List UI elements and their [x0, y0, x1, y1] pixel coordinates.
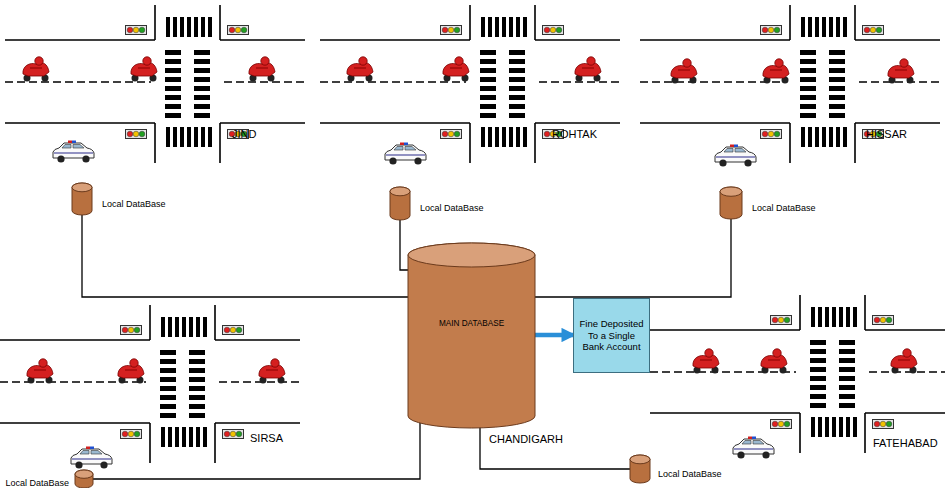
database-label: Local DataBase: [102, 199, 166, 209]
database-label: Local DataBase: [420, 203, 484, 213]
motorbike-rider: [888, 59, 914, 84]
police-car: [385, 143, 426, 165]
cylinder-top: [390, 187, 410, 196]
cylinder-body: [390, 187, 410, 220]
network-link: [535, 219, 731, 297]
cylinder-top: [408, 243, 535, 267]
city-name: JIND: [232, 128, 256, 140]
database-label: Local DataBase: [658, 469, 722, 479]
police-car: [733, 437, 774, 459]
local-database: Local DataBase: [630, 455, 650, 483]
city-name: ROHTAK: [552, 128, 597, 140]
local-database: Local DataBase: [72, 183, 92, 215]
cylinder-top: [72, 183, 92, 192]
cylinder-body: [75, 470, 93, 488]
road-intersection: [5, 5, 305, 163]
motorbike-rider: [259, 359, 285, 384]
motorbike-rider: [131, 57, 157, 82]
motorbike-rider: [891, 349, 917, 374]
road-intersection: [640, 5, 940, 163]
motorbike-rider: [347, 57, 373, 82]
motorbike-rider: [118, 359, 144, 384]
box-text: Fine Deposited To a Single Bank Account: [578, 318, 645, 354]
motorbike-rider: [693, 349, 719, 374]
cylinder-top: [720, 187, 742, 196]
bank-account-box: Fine Deposited To a Single Bank Account: [573, 298, 650, 373]
police-car: [71, 447, 112, 469]
network-link: [93, 421, 420, 479]
cylinder-top: [75, 470, 93, 478]
motorbike-rider: [23, 57, 49, 82]
database-label: Local DataBase: [5, 478, 69, 488]
police-car: [715, 145, 756, 167]
network-link: [400, 220, 408, 270]
motorbike-rider: [27, 359, 53, 384]
city-name: HISSAR: [866, 128, 907, 140]
motorbike-rider: [443, 57, 469, 82]
motorbike-rider: [763, 59, 789, 84]
local-database: Local DataBase: [75, 470, 93, 488]
road-intersection: [320, 5, 620, 163]
road-intersection: [650, 295, 945, 453]
cylinder-shape: [75, 470, 93, 488]
cylinder-body: [630, 455, 650, 483]
city-name: SIRSA: [250, 432, 283, 444]
road-intersection: [0, 305, 300, 463]
local-database: Local DataBase: [720, 187, 742, 219]
motorbike-rider: [249, 57, 275, 82]
cylinder-shape: [408, 243, 535, 428]
cylinder-body: [72, 183, 92, 215]
database-label: Local DataBase: [752, 203, 816, 213]
capital-name: CHANDIGARH: [489, 433, 563, 445]
city-name: FATEHABAD: [873, 437, 938, 449]
network-link: [480, 424, 630, 469]
motorbike-rider: [575, 57, 601, 82]
main-database: MAIN DATABASE: [408, 243, 535, 428]
cylinder-shape: [390, 187, 410, 220]
police-car: [53, 141, 94, 163]
cylinder-shape: [72, 183, 92, 215]
flow-arrow: [535, 333, 573, 338]
network-link: [82, 215, 408, 297]
cylinder-body: [720, 187, 742, 219]
cylinder-top: [630, 455, 650, 464]
motorbike-rider: [671, 59, 697, 84]
database-name: MAIN DATABASE: [408, 319, 535, 328]
cylinder-shape: [630, 455, 650, 483]
cylinder-body: [408, 243, 535, 428]
local-database: Local DataBase: [390, 187, 410, 220]
motorbike-rider: [761, 349, 787, 374]
cylinder-shape: [720, 187, 742, 219]
